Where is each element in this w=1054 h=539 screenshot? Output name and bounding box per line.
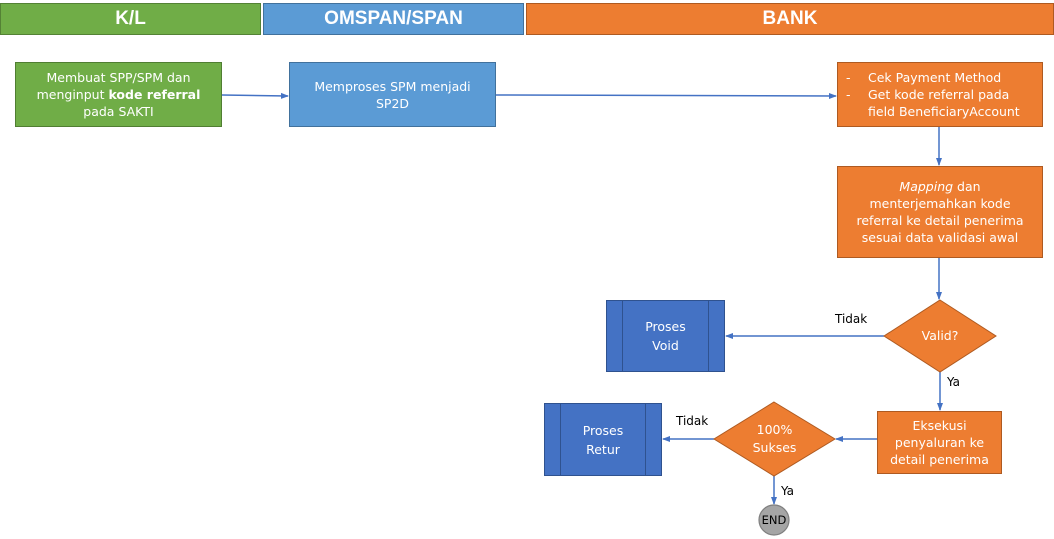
node-process-spm: Memproses SPM menjadi SP2D [289,62,496,127]
node-text-line: Retur [586,441,620,457]
node-text-line: penyaluran ke [894,435,985,450]
node-text-line: Eksekusi [912,418,967,433]
edge-label-valid-no: Tidak [835,312,868,326]
node-create-spp-spm: Membuat SPP/SPM dan menginput kode refer… [15,62,222,127]
valid-decision-shape [883,299,997,373]
bullet-item: - Get kode referral pada [838,86,1042,103]
node-text-line: referral ke detail penerima [856,213,1024,228]
arrow-kl-to-span [221,92,289,99]
node-mapping: Mapping dan menterjemahkan kode referral… [837,166,1043,258]
node-text-line: Memproses SPM menjadi [314,78,471,94]
edge-label-success-no: Tidak [676,414,709,428]
node-text-rest: dan [953,179,981,194]
node-text-line: detail penerima [890,452,989,467]
lane-header-bank: BANK [526,3,1054,35]
node-text-line: Membuat SPP/SPM dan [46,70,191,85]
bullet-text: Get kode referral pada [868,87,1010,102]
node-text-prefix: menginput [36,87,109,102]
node-text-line: Mapping dan [899,178,980,195]
node-text-line: Proses [645,319,686,334]
bullet-dash: - [846,70,851,85]
node-process-void: Proses Void [606,300,725,372]
node-text-line: menginput kode referral [37,86,201,103]
lane-header-omspan-span: OMSPAN/SPAN [263,3,524,35]
node-text-bold: kode referral [108,87,201,102]
node-text-line: pada SAKTI [83,104,154,119]
bullet-dash: - [846,87,851,102]
decision-text: 100% [756,422,793,437]
success-decision-label: 100% Sukses [714,402,835,476]
end-terminal-label: END [761,513,787,527]
node-text-italic: Mapping [899,179,954,194]
node-check-payment: - Cek Payment Method - Get kode referral… [837,62,1043,127]
edge-label-valid-yes: Ya [947,375,961,389]
lane-header-kl: K/L [0,3,261,35]
node-execute-disbursement: Eksekusi penyaluran ke detail penerima [877,411,1002,474]
node-text-line: sesuai data validasi awal [861,230,1019,245]
bullet-text: field BeneficiaryAccount [868,104,1020,119]
bullet-item: field BeneficiaryAccount [838,103,1042,120]
node-text-line: Void [652,338,679,353]
node-text-line: menterjemahkan kode [869,196,1011,211]
decision-text: Valid? [921,328,959,343]
node-process-retur: Proses Retur [544,403,662,476]
edge-label-success-yes: Ya [781,484,795,498]
valid-decision-label: Valid? [884,300,996,372]
arrow-span-to-bank [495,92,837,99]
node-text-line: SP2D [375,95,410,111]
decision-text: Sukses [752,440,797,455]
end-terminal-shape [758,504,790,536]
node-text-line: Proses [582,422,624,438]
bullet-dash [838,103,868,120]
success-decision-shape [713,401,836,477]
bullet-item: - Cek Payment Method [838,69,1042,86]
bullet-text: Cek Payment Method [868,70,1002,85]
